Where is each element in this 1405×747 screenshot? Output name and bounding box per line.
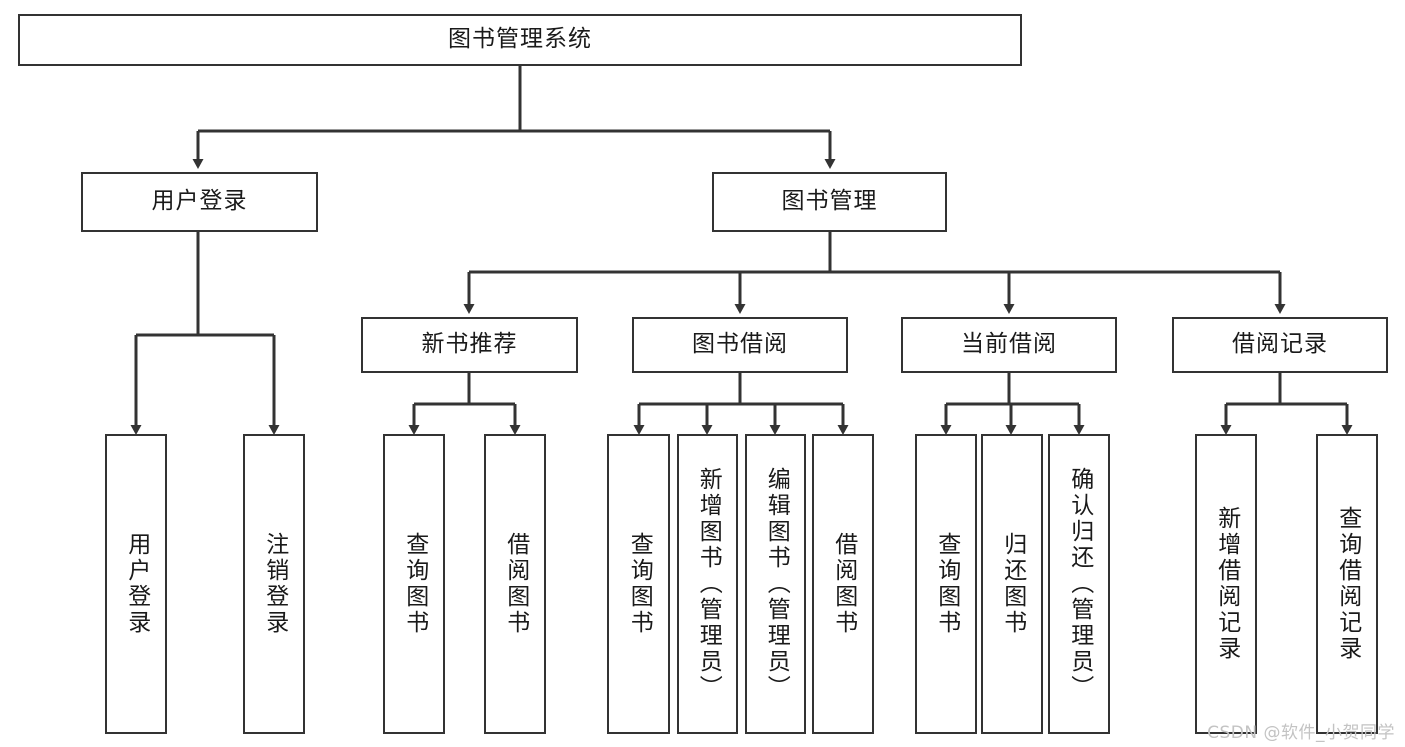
node-label: 查询图书 bbox=[401, 532, 428, 636]
leaf-edit-book-admin[interactable]: 编辑图书（管理员） bbox=[745, 434, 806, 734]
leaf-query-book-borrow[interactable]: 查询图书 bbox=[607, 434, 670, 734]
node-label: 用户登录 bbox=[123, 532, 150, 636]
node-label: 图书管理 bbox=[781, 188, 878, 215]
node-label: 新增借阅记录 bbox=[1213, 506, 1240, 662]
leaf-add-book-admin[interactable]: 新增图书（管理员） bbox=[677, 434, 738, 734]
node-label: 借阅图书 bbox=[502, 532, 529, 636]
node-label: 注销登录 bbox=[261, 532, 288, 636]
node-label: 图书管理系统 bbox=[448, 26, 592, 53]
leaf-add-borrow-record[interactable]: 新增借阅记录 bbox=[1195, 434, 1257, 734]
node-book-management[interactable]: 图书管理 bbox=[712, 172, 947, 232]
node-label: 用户登录 bbox=[151, 188, 248, 215]
leaf-borrow-book-recommend[interactable]: 借阅图书 bbox=[484, 434, 546, 734]
leaf-query-book-recommend[interactable]: 查询图书 bbox=[383, 434, 445, 734]
leaf-user-logout[interactable]: 注销登录 bbox=[243, 434, 305, 734]
node-book-borrow[interactable]: 图书借阅 bbox=[632, 317, 848, 373]
node-label: 查询图书 bbox=[933, 532, 960, 636]
node-label: 确认归还（管理员） bbox=[1066, 467, 1093, 701]
leaf-query-borrow-record[interactable]: 查询借阅记录 bbox=[1316, 434, 1378, 734]
node-label: 查询图书 bbox=[626, 532, 653, 636]
leaf-confirm-return-admin[interactable]: 确认归还（管理员） bbox=[1048, 434, 1110, 734]
node-label: 归还图书 bbox=[999, 532, 1026, 636]
leaf-borrow-book[interactable]: 借阅图书 bbox=[812, 434, 874, 734]
node-current-borrow[interactable]: 当前借阅 bbox=[901, 317, 1117, 373]
csdn-watermark: CSDN @软件_小贺同学 bbox=[1207, 723, 1395, 743]
leaf-query-book-current[interactable]: 查询图书 bbox=[915, 434, 977, 734]
node-label: 当前借阅 bbox=[961, 331, 1057, 358]
node-label: 新增图书（管理员） bbox=[695, 467, 722, 701]
node-root[interactable]: 图书管理系统 bbox=[18, 14, 1022, 66]
node-label: 查询借阅记录 bbox=[1334, 506, 1361, 662]
node-label: 图书借阅 bbox=[692, 331, 788, 358]
node-label: 借阅图书 bbox=[830, 532, 857, 636]
node-user-login[interactable]: 用户登录 bbox=[81, 172, 318, 232]
node-label: 编辑图书（管理员） bbox=[763, 467, 790, 701]
node-borrow-records[interactable]: 借阅记录 bbox=[1172, 317, 1388, 373]
node-new-book-recommend[interactable]: 新书推荐 bbox=[361, 317, 578, 373]
leaf-user-login[interactable]: 用户登录 bbox=[105, 434, 167, 734]
leaf-return-book[interactable]: 归还图书 bbox=[981, 434, 1043, 734]
node-label: 借阅记录 bbox=[1232, 331, 1328, 358]
node-label: 新书推荐 bbox=[421, 331, 518, 358]
